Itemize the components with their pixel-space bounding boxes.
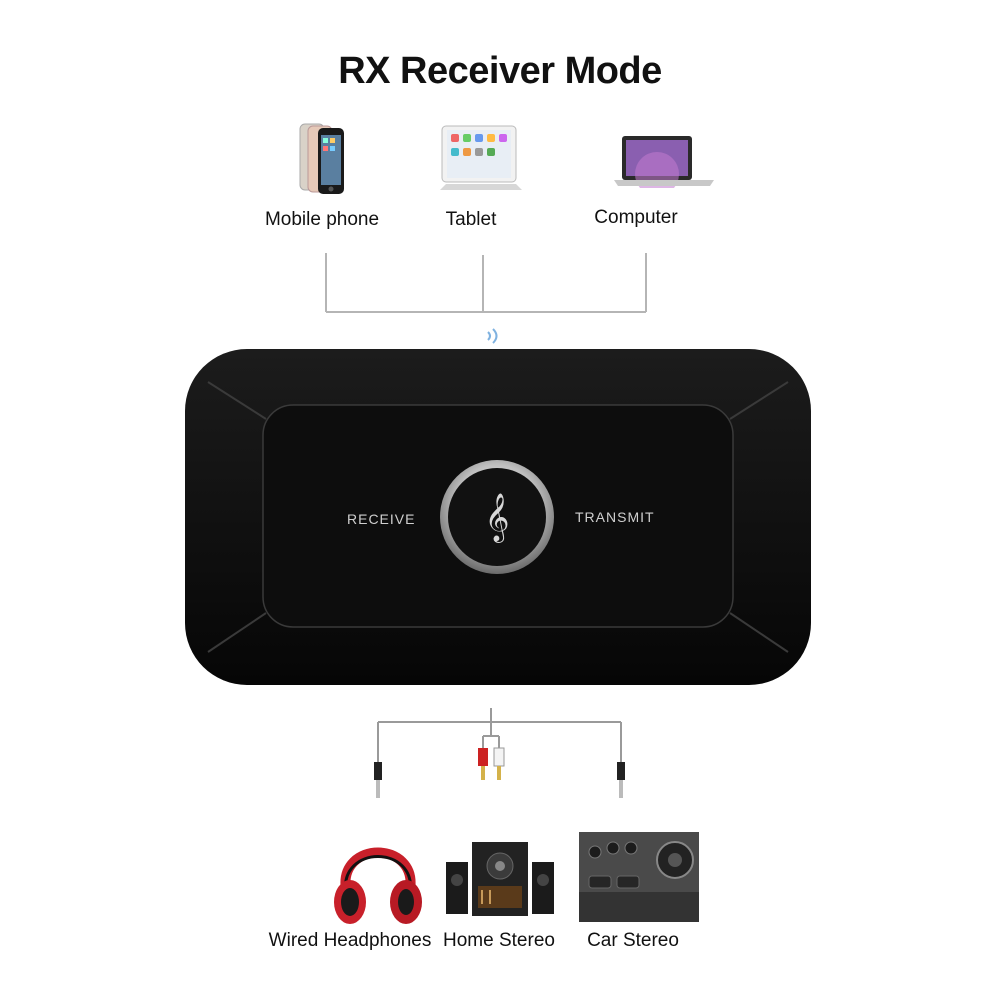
aux-jack-left-icon bbox=[374, 762, 382, 798]
car-stereo-icon bbox=[579, 832, 699, 922]
treble-clef-icon[interactable]: 𝄞 bbox=[484, 492, 510, 541]
headphones-icon bbox=[334, 847, 422, 924]
laptop-icon bbox=[614, 136, 714, 188]
source-label-tablet: Tablet bbox=[445, 209, 497, 230]
source-connector-lines bbox=[325, 253, 647, 344]
receive-label: RECEIVE bbox=[347, 511, 416, 527]
mobile-phone-icon bbox=[299, 123, 344, 194]
tablet-icon bbox=[440, 125, 522, 190]
page-title: RX Receiver Mode bbox=[338, 50, 662, 92]
transmit-label: TRANSMIT bbox=[575, 509, 655, 525]
output-label-home-stereo: Home Stereo bbox=[443, 930, 555, 951]
bluetooth-device: RECEIVE TRANSMIT 𝄞 bbox=[183, 347, 813, 687]
output-label-car-stereo: Car Stereo bbox=[587, 930, 679, 951]
source-label-computer: Computer bbox=[594, 207, 678, 228]
output-label-wired-headphones: Wired Headphones bbox=[268, 930, 432, 951]
aux-jack-right-icon bbox=[617, 762, 625, 798]
home-stereo-icon bbox=[446, 842, 554, 916]
wireless-signal-icon bbox=[487, 328, 498, 344]
source-label-mobile-phone: Mobile phone bbox=[264, 209, 380, 230]
rca-plugs-icon bbox=[478, 747, 505, 780]
